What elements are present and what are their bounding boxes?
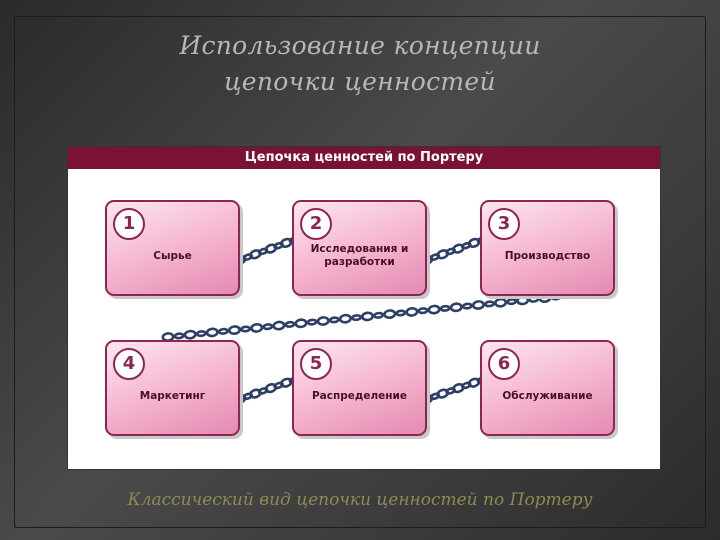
value-chain-diagram: Цепочка ценностей по Портеру 1 Сырье 2 И… (67, 146, 661, 470)
stage-number-5: 5 (300, 348, 332, 380)
chain-link-3-4 (361, 311, 374, 322)
slide-frame (14, 16, 706, 528)
stage-label-3: Производство (504, 249, 591, 262)
chain-links (161, 236, 562, 405)
stage-label-6: Обслуживание (502, 389, 593, 402)
chain-link-3-4 (316, 316, 330, 326)
stage-label-5: Распределение (311, 389, 408, 402)
chain-link-3-4 (284, 320, 296, 328)
chain-link-3-4 (240, 325, 252, 333)
stage-6-service: 6 Обслуживание (480, 340, 615, 436)
stage-label-1: Сырье (153, 249, 192, 262)
slide-caption: Классический вид цепочки ценностей по По… (127, 490, 593, 510)
chain-link-3-4 (272, 320, 286, 331)
stage-2-research: 2 Исследования и разработки (292, 200, 427, 296)
stage-number-4: 4 (113, 348, 145, 380)
chain-link-3-4 (373, 311, 385, 319)
chain-link-3-4 (183, 329, 197, 340)
chain-link-3-4 (471, 300, 485, 310)
stage-number-1: 1 (113, 208, 145, 240)
chain-link-3-4 (328, 316, 340, 324)
stage-4-marketing: 4 Маркетинг (105, 340, 240, 436)
chain-link-3-4 (449, 302, 463, 313)
chain-link-3-4 (405, 306, 419, 317)
chain-link-3-4 (205, 327, 219, 338)
chain-link-3-4 (506, 298, 518, 306)
chain-link-3-4 (351, 314, 362, 322)
chain-link-3-4 (417, 307, 429, 315)
chain-link-3-4 (217, 327, 229, 335)
chain-link-3-4 (427, 304, 441, 315)
chain-link-3-4 (516, 295, 530, 306)
chain-link-3-4 (262, 323, 274, 331)
slide-title-line-2: цепочки ценностей (224, 67, 496, 96)
stage-number-3: 3 (488, 208, 520, 240)
stage-label-4: Маркетинг (139, 389, 206, 402)
chain-link-3-4 (484, 300, 495, 308)
diagram-banner: Цепочка ценностей по Портеру (68, 147, 660, 169)
chain-link-3-4 (338, 313, 352, 324)
chain-link-3-4 (461, 302, 473, 310)
chain-link-3-4 (250, 322, 264, 333)
chain-link-3-4 (294, 318, 308, 329)
chain-link-3-4 (306, 318, 318, 326)
chain-link-3-4 (439, 304, 451, 312)
stage-label-2: Исследования и разработки (310, 243, 409, 268)
slide-title: Использование концепции цепочки ценносте… (80, 28, 640, 100)
chain-link-3-4 (195, 330, 207, 338)
chain-link-3-4 (395, 309, 407, 317)
stage-5-distribution: 5 Распределение (292, 340, 427, 436)
stage-3-production: 3 Производство (480, 200, 615, 296)
slide-title-line-1: Использование концепции (179, 31, 541, 60)
stage-1-raw-materials: 1 Сырье (105, 200, 240, 296)
chain-link-3-4 (228, 325, 241, 336)
chain-link-3-4 (383, 309, 397, 320)
chain-link-3-4 (173, 332, 185, 340)
chain-link-3-4 (494, 297, 508, 308)
chain-link-3-4 (528, 295, 540, 303)
stage-number-6: 6 (488, 348, 520, 380)
stage-number-2: 2 (300, 208, 332, 240)
